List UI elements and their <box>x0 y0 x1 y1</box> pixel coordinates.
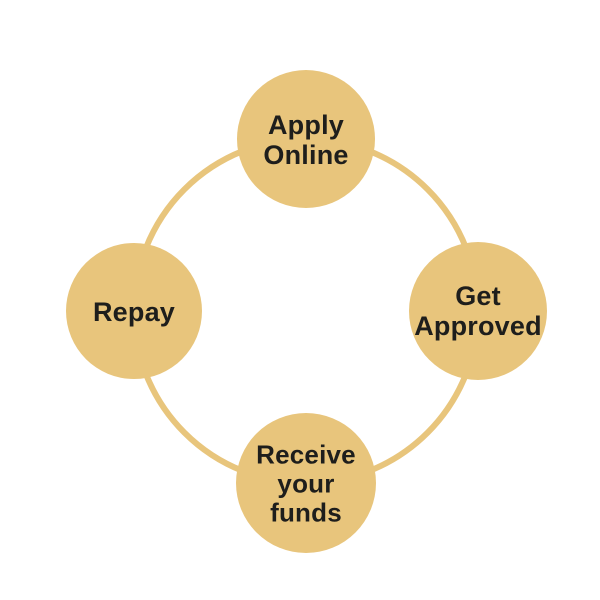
step-label-receive-funds: Receive your funds <box>256 439 356 528</box>
step-circle-receive-funds <box>236 413 376 553</box>
step-circle-repay <box>66 243 202 379</box>
step-label-apply-online: Apply Online <box>263 109 349 170</box>
step-circle-get-approved <box>409 242 547 380</box>
step-circle-apply-online <box>237 70 375 208</box>
step-label-repay: Repay <box>92 296 176 327</box>
step-label-get-approved: Get Approved <box>414 280 542 341</box>
